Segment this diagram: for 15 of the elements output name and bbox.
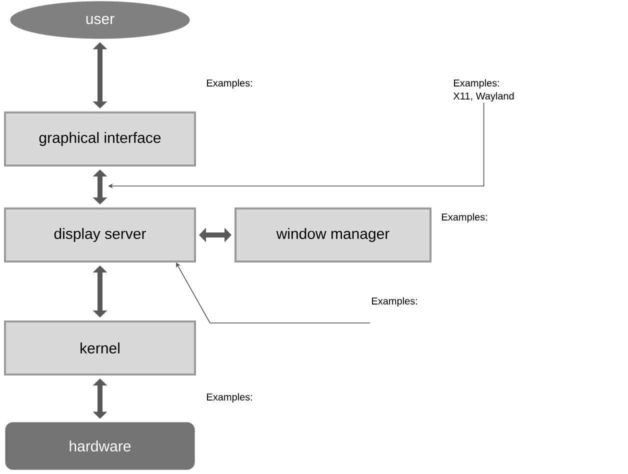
example-label: Examples: (207, 393, 252, 403)
ellipse-node: user (10, 0, 190, 40)
rounded-box: hardware (4, 422, 196, 470)
example-label: Examples: (207, 79, 252, 89)
layer-box: graphical interface (4, 112, 196, 166)
layer-box: window manager (234, 208, 432, 262)
layer-box: kernel (4, 320, 196, 376)
example-text: Examples: (372, 297, 417, 307)
layer-box: display server (4, 208, 196, 262)
double-arrow (92, 266, 108, 318)
example-text: Examples: X11, Wayland (453, 79, 514, 102)
example-label: Examples: (442, 213, 487, 223)
double-arrow (92, 170, 108, 204)
double-arrow (199, 228, 232, 242)
leader-line (176, 262, 370, 324)
